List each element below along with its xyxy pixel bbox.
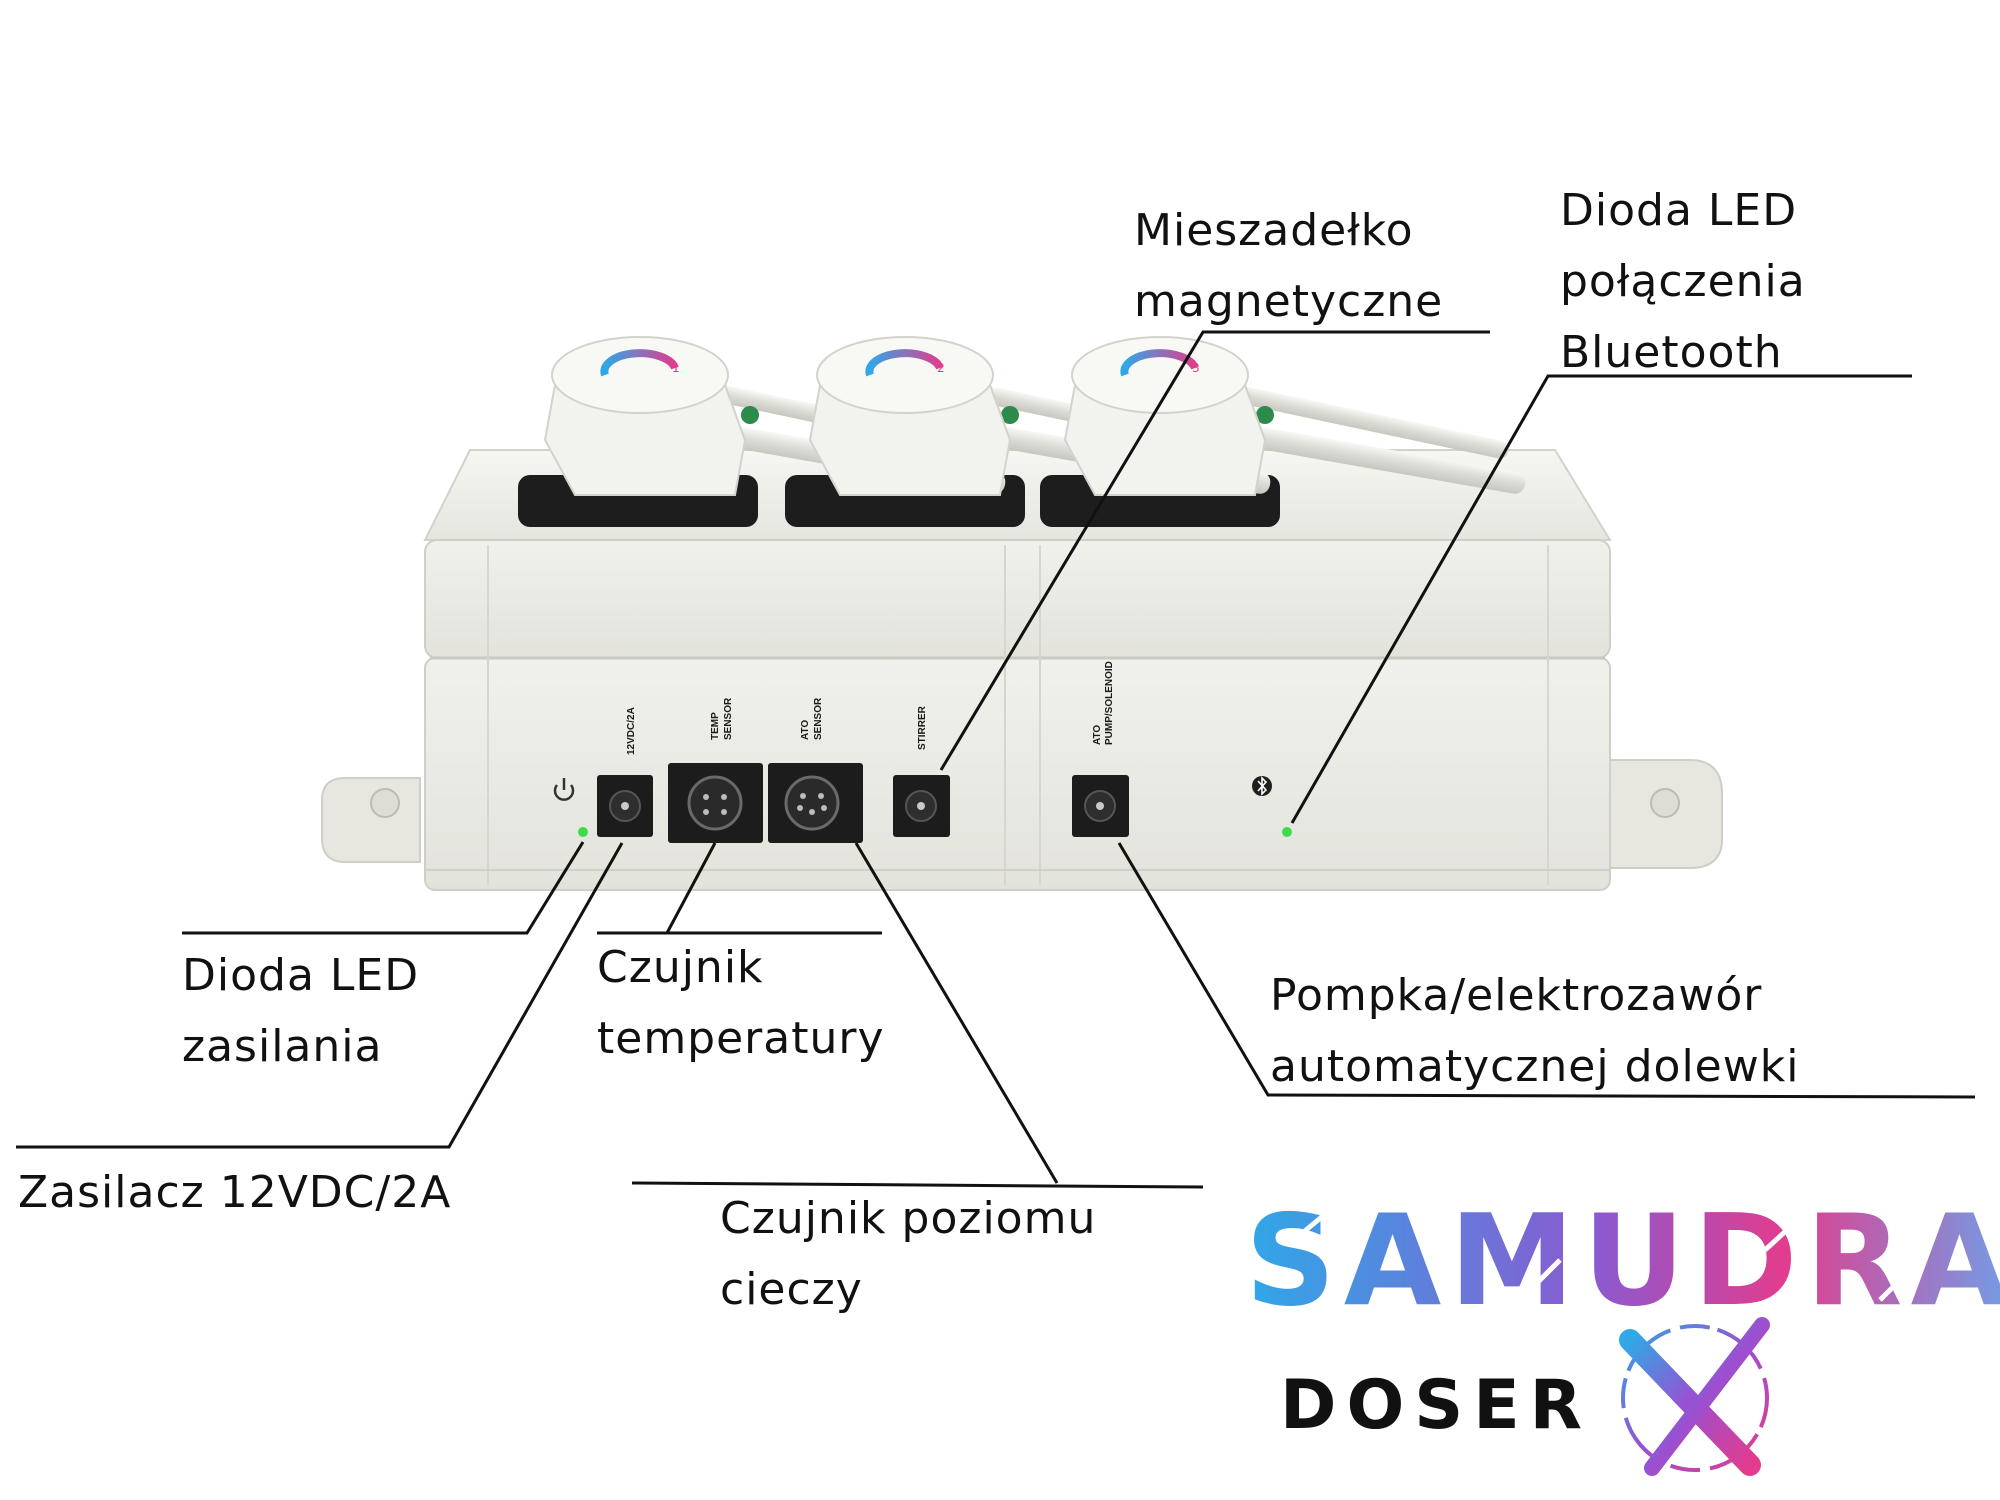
bluetooth-icon	[1252, 776, 1272, 796]
leader-bluetooth	[1290, 374, 1912, 824]
port-label-temp-1: TEMP	[710, 712, 721, 740]
callout-temp-sensor-line-1: Czujnik	[597, 942, 764, 993]
callout-power-led-line-1: Dioda LED	[182, 950, 420, 1001]
port-label-ato-1: ATO	[800, 720, 811, 740]
leader-level-sensor	[631, 842, 1204, 1189]
callout-ato-pump-line-1: Pompka/elektrozawór	[1270, 970, 1763, 1021]
port-label-ato-pump-2: PUMP/SOLENOID	[1104, 661, 1115, 745]
port-label-power: 12VDC/2A	[626, 707, 637, 755]
mounting-flange-right	[1579, 759, 1723, 869]
callout-temp-sensor-line-2: temperatury	[597, 1013, 885, 1064]
port-label-stirrer: STIRRER	[917, 705, 928, 750]
callout-level-sensor-line-1: Czujnik poziomu	[720, 1193, 1097, 1244]
callout-power-supply-line-1: Zasilacz 12VDC/2A	[18, 1167, 452, 1218]
leader-power-led	[182, 841, 585, 935]
leader-stirrer	[939, 330, 1490, 771]
pump-head-1: 1	[543, 336, 747, 496]
callout-bluetooth-led-line-1: Dioda LED	[1560, 185, 1798, 236]
doser-x-letter: X	[0, 0, 1, 1]
bluetooth-led	[1282, 827, 1292, 837]
port-label-ato-2: SENSOR	[813, 697, 824, 740]
callout-power-led: Dioda LED zasilania	[182, 940, 419, 1082]
leader-lines	[16, 330, 1976, 1189]
housing-base	[424, 657, 1611, 891]
pump-number-3: 3	[1192, 361, 1200, 375]
power-icon	[553, 778, 575, 801]
doser-x-mark: X	[0, 0, 1770, 1476]
ato-pump-jack[interactable]	[1072, 775, 1129, 837]
callout-bluetooth-led: Dioda LED połączenia Bluetooth	[1560, 175, 1806, 388]
brand-wordmark: SAMUDRA	[1245, 1187, 2000, 1334]
callout-power-led-line-2: zasilania	[182, 1021, 383, 1072]
callout-level-sensor-line-2: cieczy	[720, 1264, 863, 1315]
power-jack[interactable]	[597, 775, 653, 837]
pump-head-3: 3	[1063, 336, 1267, 496]
doser-device: 1 2 3 12VDC/2A TEMP SENSOR ATO SENSOR ST…	[321, 336, 1723, 891]
pump-head-2: 2	[808, 336, 1012, 496]
callout-power-supply: Zasilacz 12VDC/2A	[18, 1157, 451, 1228]
callout-stirrer-line-2: magnetyczne	[1134, 276, 1444, 327]
mounting-flange-left	[321, 777, 421, 863]
mounting-hole-left	[370, 788, 400, 818]
power-led	[578, 827, 588, 837]
port-label-temp-2: SENSOR	[723, 697, 734, 740]
mounting-hole-right	[1650, 788, 1680, 818]
ato-sensor-port[interactable]	[768, 763, 863, 843]
temp-sensor-port[interactable]	[668, 763, 763, 843]
callout-stirrer: Mieszadełko magnetyczne	[1134, 195, 1443, 337]
leader-ato-pump	[1117, 842, 1976, 1099]
pump-number-1: 1	[672, 361, 680, 375]
stirrer-jack[interactable]	[893, 775, 950, 837]
callout-stirrer-line-1: Mieszadełko	[1134, 205, 1414, 256]
pump-number-2: 2	[937, 361, 945, 375]
callout-temp-sensor: Czujnik temperatury	[597, 932, 885, 1074]
brand-wordmark-slashes	[1298, 1208, 1917, 1302]
product-wordmark: DOSER	[1280, 1366, 1592, 1445]
port-label-ato-pump-1: ATO	[1092, 725, 1103, 745]
leader-power-supply	[16, 842, 624, 1149]
callout-bluetooth-led-line-2: połączenia	[1560, 256, 1806, 307]
leader-temp-sensor	[597, 842, 882, 935]
callout-ato-pump-line-2: automatycznej dolewki	[1270, 1041, 1800, 1092]
callout-ato-pump: Pompka/elektrozawór automatycznej dolewk…	[1270, 960, 1799, 1102]
callout-level-sensor: Czujnik poziomu cieczy	[720, 1183, 1096, 1325]
callout-bluetooth-led-line-3: Bluetooth	[1560, 327, 1783, 378]
